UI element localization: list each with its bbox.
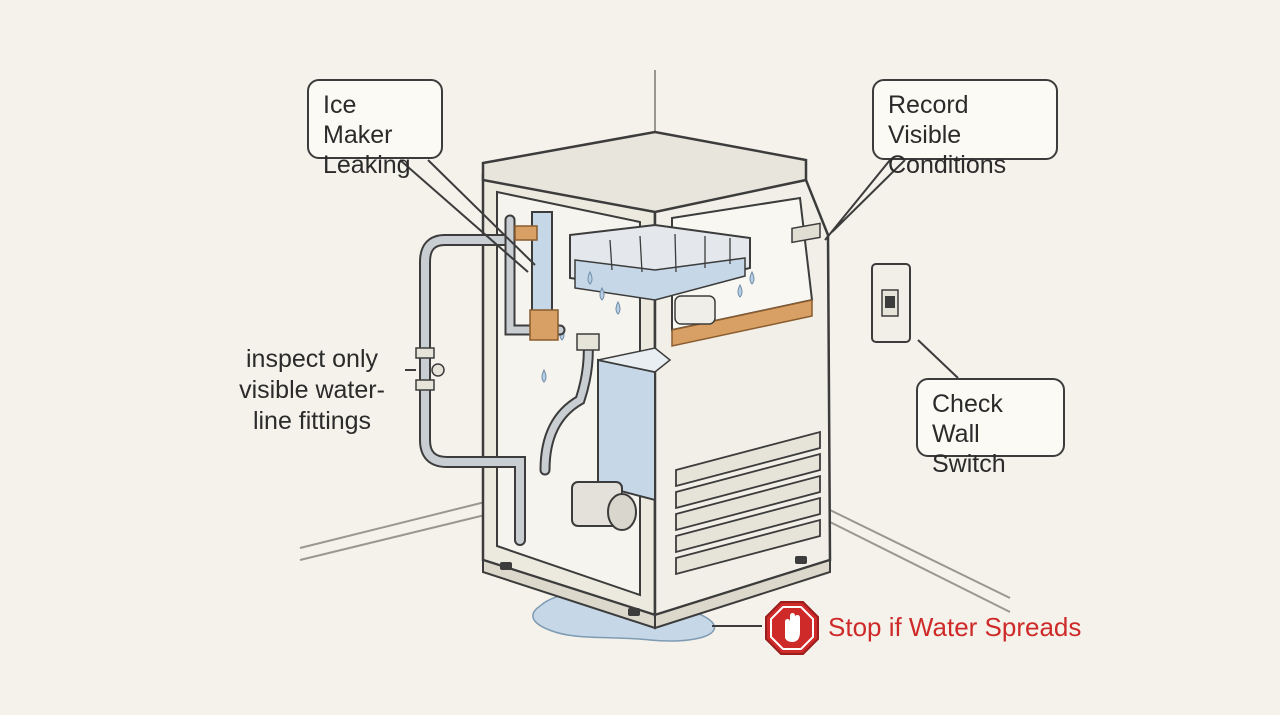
- line-fitting: [415, 347, 445, 391]
- stop-hand-icon: [764, 600, 820, 656]
- vent-grille: [675, 430, 821, 576]
- room-corner: [299, 70, 1011, 613]
- water-drips: [541, 270, 755, 383]
- light-switch-icon: [871, 263, 911, 343]
- cabinet-front: [653, 178, 832, 630]
- ice-bin: [597, 347, 672, 502]
- cabinet-top: [481, 130, 808, 214]
- callout-ice-maker-leaking: Ice Maker Leaking: [307, 79, 443, 179]
- pointer-record: [824, 159, 906, 241]
- cabinet-feet: [500, 556, 807, 616]
- label-stop-if-water-spreads: Stop if Water Spreads: [828, 612, 1082, 642]
- pointer-switch: [917, 339, 959, 379]
- pointer-ice-maker: [399, 159, 536, 273]
- label-inspect-fittings: inspect only visible water- line fitting…: [239, 345, 385, 435]
- inlet-valve: [514, 211, 600, 351]
- callout-check-wall-switch: Check Wall Switch: [916, 378, 1065, 478]
- ice-tray: [569, 223, 751, 325]
- pointer-lines: [399, 159, 959, 627]
- drain-pump: [571, 481, 637, 531]
- callout-record-visible-conditions: Record Visible Conditions: [872, 79, 1058, 179]
